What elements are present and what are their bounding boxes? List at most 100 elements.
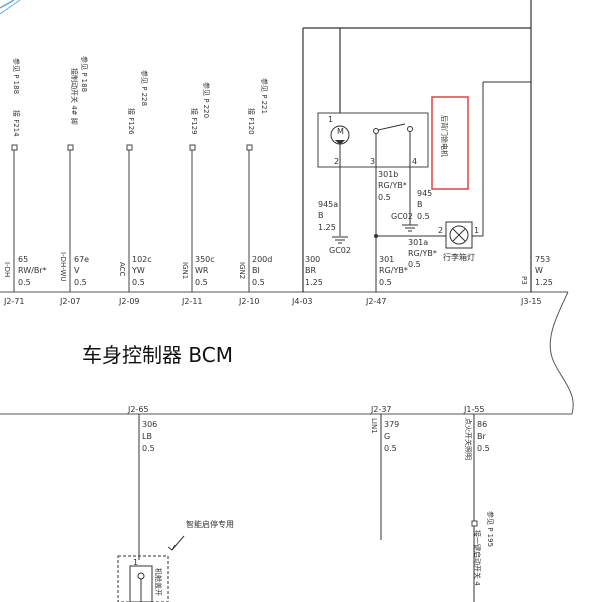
wire-gauge: 0.5 (417, 212, 430, 221)
wire-301a-label: 301a RG/YB* 0.5 (408, 238, 437, 269)
tailgate-lock-motor: 1 M 2 3 4 (317, 28, 429, 168)
bcm-outline (0, 291, 574, 415)
connector-j4-03: 300 BR 1.25 J4-03 (291, 0, 532, 306)
wire-301b: 301b RG/YB* 0.5 (374, 167, 446, 292)
lamp-label: 行李箱灯 (443, 252, 475, 262)
wire-gauge: 0.5 (378, 193, 391, 202)
wire-color: BI (252, 266, 260, 275)
wire-gauge: 1.25 (535, 278, 553, 287)
pin-label: J2-47 (365, 297, 387, 306)
component-label: 机舱盖开 (154, 568, 163, 596)
switch-contact (373, 128, 379, 134)
hood-switch-component: 智能启停专用 1 机舱盖开 (117, 519, 234, 602)
pin-label: J2-09 (118, 297, 140, 306)
wire-id: 67e (74, 255, 89, 264)
wire-color: RG/YB* (408, 249, 437, 258)
connector-j1-55: J1-55 点火开关照明 86 Br 0.5 参见 P 195 接一键启动开关 … (463, 405, 495, 602)
connector-j2-10: 参见 P 221 接 F120 IGN2 200d BI 0.5 J2-10 (238, 78, 272, 306)
wire-gauge: 0.5 (195, 278, 208, 287)
signal-label: I-DH-WU (59, 252, 67, 282)
motor-label-box: 后背门锁电机 (431, 96, 469, 190)
signal-label: IGN1 (181, 262, 189, 279)
wire-gauge: 0.5 (477, 444, 490, 453)
wire-color: LB (142, 432, 152, 441)
wire-color: YW (131, 266, 145, 275)
wire-id: 753 (535, 255, 550, 264)
wire-gauge: 1.25 (318, 223, 336, 232)
wire-id: 945 (417, 189, 432, 198)
pin-label: J2-65 (127, 405, 149, 414)
pin-label: J2-11 (181, 297, 203, 306)
wire-id: 301a (408, 238, 428, 247)
wire-color: B (318, 211, 324, 220)
wire-color: G (384, 432, 390, 441)
wire-gauge: 1.25 (305, 278, 323, 287)
connector-j3-15: P3 753 W 1.25 J3-15 (520, 28, 553, 306)
wire-color: B (417, 200, 423, 209)
wire-gauge: 0.5 (408, 260, 421, 269)
wire-color: RG/YB* (379, 266, 408, 275)
signal-label: ACC (118, 262, 126, 277)
motor-symbol: M (337, 127, 344, 136)
connector-j2-07: 参见 P 188 接制动开关 4# 脚 I-DH-WU 67e V 0.5 J2… (59, 56, 89, 306)
wire-color: RG/YB* (378, 181, 407, 190)
wire-gauge: 0.5 (74, 278, 87, 287)
pin-4-label: 4 (412, 157, 417, 166)
vertical-label: 接 F126 (127, 108, 136, 135)
connector-j2-47: 301 RG/YB* 0.5 J2-47 (365, 255, 408, 306)
vertical-label: 接 F120 (247, 108, 256, 135)
motor-label: 后背门锁电机 (440, 115, 449, 157)
pin-1-label: 1 (328, 115, 333, 124)
pin-2-label: 2 (334, 157, 339, 166)
connector-j2-11: 参见 P 220 接 F129 IGN1 350c WR 0.5 J2-11 (181, 82, 215, 306)
wire-gauge: 0.5 (252, 278, 265, 287)
wire-color: WR (195, 266, 209, 275)
ground-label: GC02 (329, 246, 351, 255)
pin-label: J3-15 (520, 297, 542, 306)
lamp-pin-1: 1 (474, 226, 479, 235)
signal-label: I-DH (3, 262, 11, 277)
wire-color: V (74, 266, 80, 275)
ref-label: 参见 P 221 (260, 78, 269, 114)
wire-id: 350c (195, 255, 215, 264)
ref-label: 参见 P 188 (12, 58, 21, 94)
wire-id: 102c (132, 255, 152, 264)
switch-arm (377, 123, 406, 131)
vertical-label: 接 F129 (190, 108, 199, 135)
signal-label: P3 (520, 276, 528, 285)
wire-color: W (535, 266, 543, 275)
signal-label: LIN1 (370, 418, 378, 434)
wire-945a: 945a B 1.25 GC02 (318, 167, 351, 255)
ref-label: 参见 P 228 (140, 70, 149, 106)
ref-label: 参见 P 195 (486, 511, 495, 547)
vertical-label: 接一键启动开关 4 (473, 530, 482, 586)
wire-gauge: 0.5 (384, 444, 397, 453)
wire-id: 301 (379, 255, 394, 264)
vertical-label: 接制动开关 4# 脚 (70, 68, 79, 125)
connector-j2-37: J2-37 LIN1 379 G 0.5 (370, 405, 399, 540)
pin-label: J2-10 (238, 297, 260, 306)
vertical-label: 接 F214 (12, 110, 21, 137)
lamp-pin-2: 2 (438, 226, 443, 235)
ground-label: GC02 (391, 212, 413, 221)
pin-3-label: 3 (370, 157, 375, 166)
connector-j2-65: J2-65 306 LB 0.5 (127, 405, 157, 560)
wire-gauge: 0.5 (132, 278, 145, 287)
wire-id: 306 (142, 420, 157, 429)
wire-id: 379 (384, 420, 399, 429)
pin-label: J1-55 (463, 405, 485, 414)
ref-label: 参见 P 220 (202, 82, 211, 118)
connector-j2-09: 参见 P 228 接 F126 ACC 102c YW 0.5 J2-09 (118, 70, 152, 306)
ref-label: 参见 P 188 (80, 56, 89, 92)
pin-label: J4-03 (291, 297, 313, 306)
wire-gauge: 0.5 (142, 444, 155, 453)
wire-gauge: 0.5 (379, 278, 392, 287)
trunk-lamp: 2 1 行李箱灯 (438, 81, 531, 262)
corner-decoration (0, 0, 21, 15)
pin-label: J2-07 (59, 297, 81, 306)
wire-id: 945a (318, 200, 338, 209)
wire-id: 300 (305, 255, 320, 264)
wire-color: RW/Br* (18, 266, 47, 275)
component-pin: 1 (133, 558, 138, 567)
